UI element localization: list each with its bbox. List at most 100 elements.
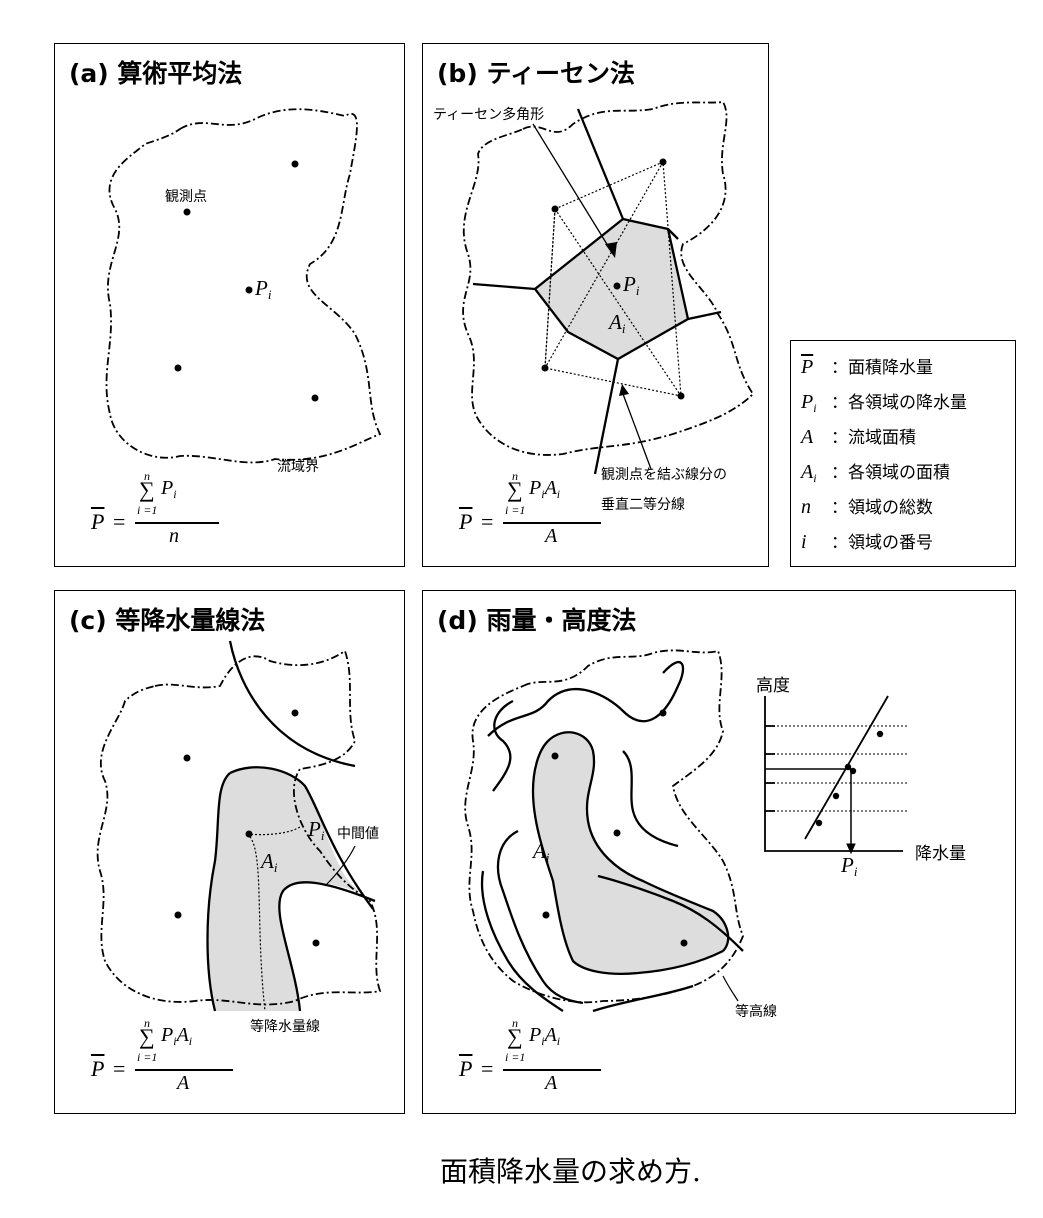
boundary-label: 流域界 — [277, 459, 319, 475]
inset-elevation-rainfall-graph — [764, 695, 908, 855]
bisector-arrow — [622, 393, 652, 470]
formula-sigma: ∑ — [139, 1024, 155, 1049]
legend-row: A ：流域面積 — [801, 423, 916, 451]
legend-text: ：流域面積 — [831, 428, 916, 448]
station-point — [311, 394, 319, 402]
pi-label: Pi — [255, 276, 272, 302]
legend-symbol: n — [801, 496, 811, 518]
panel-d-drawing — [464, 649, 908, 1013]
legend-row: i：領域の番号 — [801, 528, 933, 556]
station-point — [680, 939, 688, 947]
formula-denominator: A — [177, 1072, 190, 1094]
legend-row: n：領域の総数 — [801, 493, 933, 521]
formula-bar — [503, 522, 601, 524]
inset-point — [876, 730, 884, 738]
formula-pbar: P — [459, 509, 473, 534]
panel-arithmetic-mean: (a) 算術平均法 観測点 Pi 流域界 P = n ∑ i =1 Pi n — [54, 43, 405, 567]
formula-denominator: A — [545, 525, 558, 547]
contour-label: 等高線 — [735, 1004, 777, 1020]
station-point — [245, 286, 253, 294]
station-point — [551, 205, 559, 213]
legend-symbol: Pi — [801, 391, 817, 415]
watershed-boundary — [96, 649, 382, 1006]
inset-x-label: 降水量 — [915, 844, 966, 864]
formula-upper: n — [512, 469, 518, 483]
station-point — [312, 939, 320, 947]
station-point — [183, 208, 191, 216]
inset-point — [815, 819, 823, 827]
ai-label: Ai — [261, 849, 278, 875]
panel-b-title: (b) ティーセン法 — [437, 59, 635, 88]
formula-upper: n — [512, 1016, 518, 1030]
formula-sigma: ∑ — [507, 477, 523, 502]
formula-upper: n — [144, 1016, 150, 1030]
formula-denominator: n — [169, 525, 179, 547]
pi-label: Pi — [308, 817, 325, 843]
polygon-arrow — [532, 123, 614, 255]
mid-value-label: 中間値 — [337, 826, 379, 842]
panel-isohyetal: (c) 等降水量線法 Pi 中間値 Ai 等降水量線 P = n ∑ i =1 … — [54, 590, 405, 1114]
watershed-boundary — [105, 108, 382, 464]
formula-pbar: P — [459, 1056, 473, 1081]
formula-isohyetal: P = n ∑ i =1 PiAi A — [91, 1016, 251, 1106]
station-point — [551, 752, 559, 760]
formula-bar — [503, 1069, 601, 1071]
formula-thiessen: P = n ∑ i =1 PiAi A — [459, 469, 619, 559]
station-point — [174, 364, 182, 372]
station-point — [291, 160, 299, 168]
panel-thiessen: (b) ティーセン法 ティーセン多角形 Pi Ai 観測点を結ぶ線分の 垂直二 — [422, 43, 769, 567]
formula-pbar: P — [91, 1056, 105, 1081]
legend-text: ：面積降水量 — [831, 358, 933, 378]
watershed-boundary — [464, 649, 744, 1004]
figure-caption: 面積降水量の求め方. — [440, 1155, 701, 1188]
formula-numerator: PiAi — [529, 477, 561, 501]
intermediate-isohyet — [246, 833, 266, 1012]
formula-lower: i =1 — [505, 503, 526, 517]
station-point — [541, 364, 549, 372]
formula-numerator: Pi — [161, 477, 177, 501]
formula-eq: = — [481, 1056, 494, 1081]
panel-rainfall-elevation: (d) 雨量・高度法 — [422, 590, 1016, 1114]
station-point — [183, 754, 191, 762]
inset-pi-label: Pi — [841, 853, 858, 879]
bisector-label-1: 観測点を結ぶ線分の — [601, 467, 727, 483]
legend-row: Pi：各領域の降水量 — [801, 388, 967, 416]
pi-leader — [246, 826, 301, 836]
station-label: 観測点 — [165, 189, 207, 205]
formula-lower: i =1 — [505, 1050, 526, 1064]
station-point — [542, 911, 550, 919]
station-point — [659, 709, 667, 717]
contour-leader — [722, 975, 739, 1002]
thiessen-polygon-fill — [535, 219, 688, 359]
panel-b-drawing — [462, 101, 755, 475]
legend-symbol: i — [801, 531, 807, 553]
station-point — [174, 911, 182, 919]
symbol-legend: P ：面積降水量 Pi：各領域の降水量 A ：流域面積 Ai：各領域の面積 n：領域の総数 i… — [790, 340, 1016, 567]
inset-axes — [764, 696, 903, 852]
panel-a-drawing — [105, 108, 382, 464]
formula-eq: = — [481, 509, 494, 534]
legend-row: Ai：各領域の面積 — [801, 458, 950, 486]
formula-denominator: A — [545, 1072, 558, 1094]
formula-rainfall-elevation: P = n ∑ i =1 PiAi A — [459, 1016, 619, 1106]
polygon-label: ティーセン多角形 — [433, 107, 545, 123]
formula-eq: = — [113, 509, 126, 534]
contour-lines — [480, 661, 744, 1013]
panel-d-title: (d) 雨量・高度法 — [437, 606, 637, 635]
panel-c-drawing — [96, 640, 382, 1012]
formula-lower: i =1 — [137, 503, 158, 517]
inset-point — [832, 792, 840, 800]
formula-sigma: ∑ — [139, 477, 155, 502]
formula-upper: n — [144, 469, 150, 483]
legend-symbol: A — [801, 426, 814, 448]
station-point — [613, 829, 621, 837]
legend-row: P ：面積降水量 — [801, 353, 933, 381]
formula-eq: = — [113, 1056, 126, 1081]
station-point — [659, 158, 667, 166]
formula-numerator: PiAi — [529, 1024, 561, 1048]
formula-bar — [135, 1069, 233, 1071]
legend-symbol: Ai — [801, 461, 817, 485]
legend-symbol: P — [801, 356, 814, 378]
formula-pbar: P — [91, 509, 105, 534]
station-point — [291, 709, 299, 717]
